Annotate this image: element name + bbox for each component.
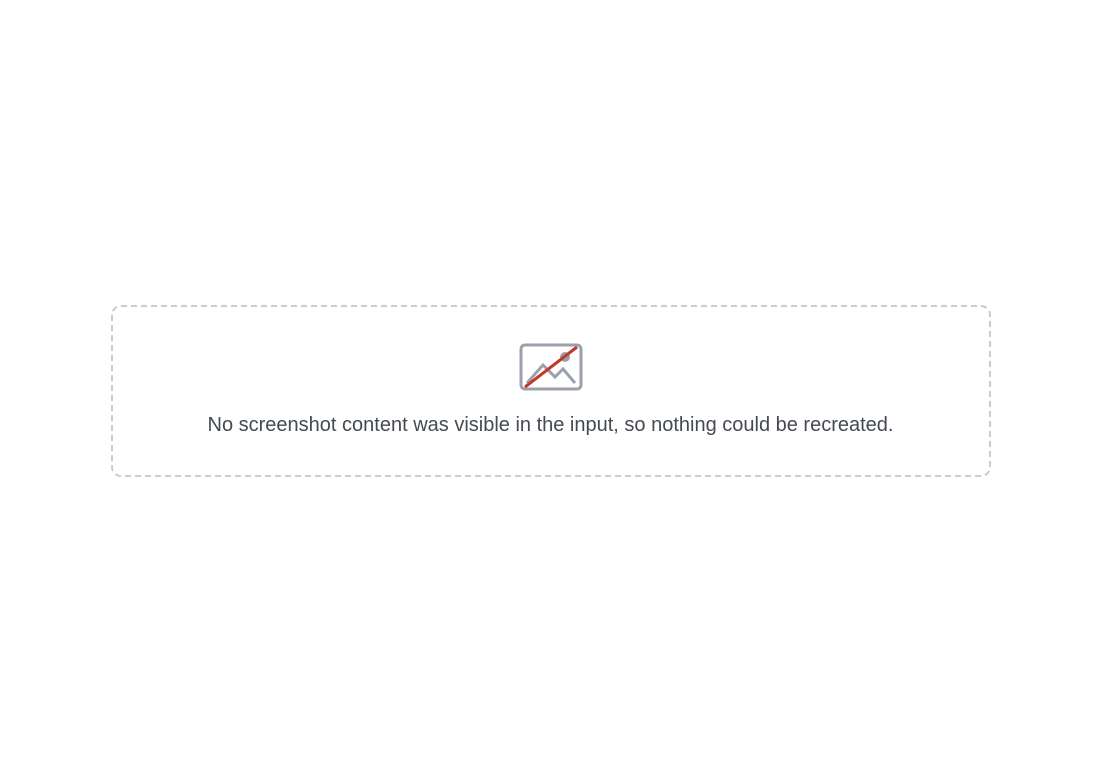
missing-image-notice: No screenshot content was visible in the…	[111, 305, 991, 477]
image-missing-icon	[519, 343, 583, 391]
notice-message: No screenshot content was visible in the…	[153, 411, 949, 439]
